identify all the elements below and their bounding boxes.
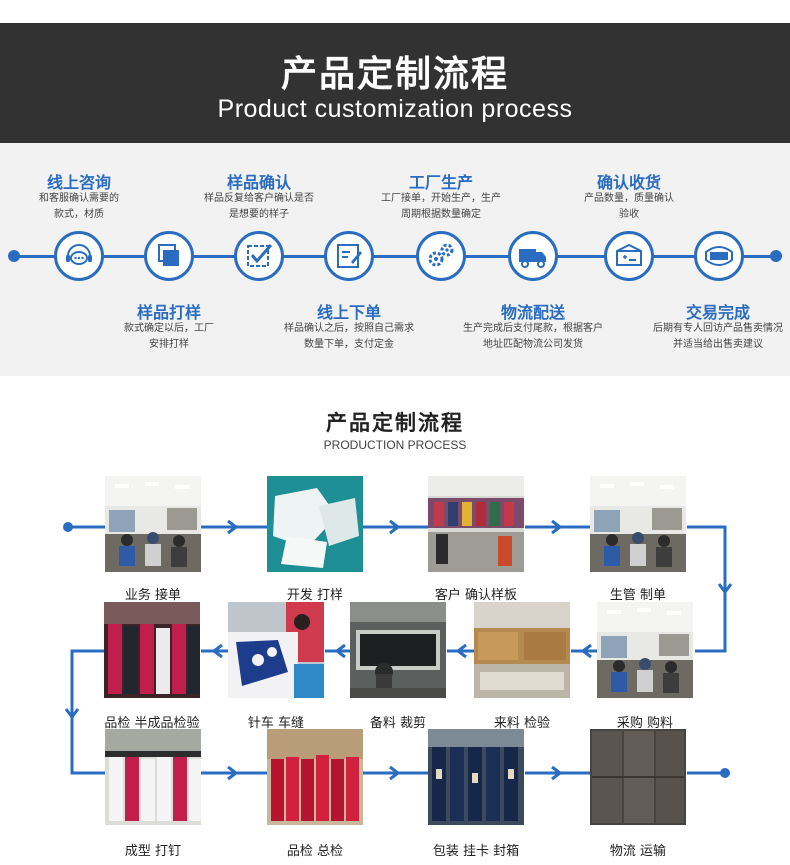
process-photo-6 xyxy=(474,602,570,698)
checkbox-icon xyxy=(247,244,273,267)
step-7-desc: 产品数量，质量确认验收 xyxy=(584,193,674,220)
process-label-13: 物流 运输 xyxy=(609,844,667,859)
process-photo-12 xyxy=(428,729,524,825)
step-4-desc: 样品确认之后，按照自己需求数量下单，支付定金 xyxy=(284,323,414,350)
process-label-1: 业务 接单 xyxy=(124,588,182,603)
process-label-5: 采购 购料 xyxy=(616,716,674,731)
step-3-title: 样品确认 xyxy=(226,173,291,192)
truck-icon xyxy=(519,249,546,268)
process-label-9: 品检 半成品检验 xyxy=(104,716,200,731)
step-2-title: 样品打样 xyxy=(136,303,201,322)
step-8-circle xyxy=(694,231,744,281)
process-label-11: 品检 总检 xyxy=(286,844,344,859)
process-photo-1 xyxy=(105,476,201,572)
process-photo-4 xyxy=(590,476,686,572)
step-5-circle xyxy=(416,231,466,281)
process-label-6: 来料 检验 xyxy=(493,716,551,731)
step-2-circle xyxy=(144,231,194,281)
box-icon xyxy=(616,243,642,266)
customization-steps: 线上咨询 和客服确认需要的款式，材质 样品打样 款式确定以后，工厂安排打样 样品… xyxy=(0,143,790,376)
timeline-end-dot xyxy=(770,250,782,262)
process-label-12: 包装 挂卡 封箱 xyxy=(432,844,520,859)
process-photo-8 xyxy=(228,602,324,698)
layers-icon xyxy=(158,244,179,266)
gears-icon xyxy=(428,243,454,267)
process-photo-5 xyxy=(597,602,693,698)
step-5-title: 工厂生产 xyxy=(408,173,473,192)
step-7-circle xyxy=(604,231,654,281)
timeline-line xyxy=(14,255,776,258)
step-6-desc: 生产完成后支付尾款，根据客户地址匹配物流公司发货 xyxy=(463,323,603,350)
step-4-title: 线上下单 xyxy=(316,303,381,322)
step-3-circle xyxy=(234,231,284,281)
process-photo-7 xyxy=(350,602,446,698)
step-1-circle xyxy=(54,231,104,281)
timeline-start-dot xyxy=(8,250,20,262)
production-title: 产品定制流程 xyxy=(326,411,464,435)
process-label-3: 客户 确认样板 xyxy=(434,588,518,603)
process-photo-13 xyxy=(590,729,686,825)
step-8-desc: 后期有专人回访产品售卖情况并适当给出售卖建议 xyxy=(653,323,783,350)
process-label-8: 针车 车缝 xyxy=(247,716,305,731)
step-1-desc: 和客服确认需要的款式，材质 xyxy=(39,193,119,220)
process-label-4: 生管 制单 xyxy=(609,588,667,603)
process-photo-9 xyxy=(104,602,200,698)
step-1-title: 线上咨询 xyxy=(46,173,111,192)
process-label-10: 成型 打钉 xyxy=(124,844,182,859)
step-4-circle xyxy=(324,231,374,281)
production-subtitle: PRODUCTION PROCESS xyxy=(323,438,467,452)
process-photo-3 xyxy=(428,476,524,572)
step-2-desc: 款式确定以后，工厂安排打样 xyxy=(124,323,214,350)
process-label-7: 备料 裁剪 xyxy=(369,716,427,731)
step-6-circle xyxy=(508,231,558,281)
process-photo-2 xyxy=(267,476,363,572)
step-5-desc: 工厂接单，开始生产，生产周期根据数量确定 xyxy=(381,193,501,220)
step-6-title: 物流配送 xyxy=(500,303,565,322)
process-photo-11 xyxy=(267,729,363,825)
step-3-desc: 样品反复给客户确认是否是想要的样子 xyxy=(204,193,314,220)
process-photo-10 xyxy=(105,729,201,825)
chat-bubble-icon xyxy=(66,244,92,265)
stamp-icon xyxy=(705,246,733,266)
page-subtitle: Product customization process xyxy=(217,95,573,123)
step-7-title: 确认收货 xyxy=(596,173,661,192)
page-title: 产品定制流程 xyxy=(280,54,509,95)
edit-icon xyxy=(337,244,362,268)
header-banner: 产品定制流程 Product customization process xyxy=(0,23,790,143)
step-8-title: 交易完成 xyxy=(685,303,750,322)
process-label-2: 开发 打样 xyxy=(286,588,344,603)
